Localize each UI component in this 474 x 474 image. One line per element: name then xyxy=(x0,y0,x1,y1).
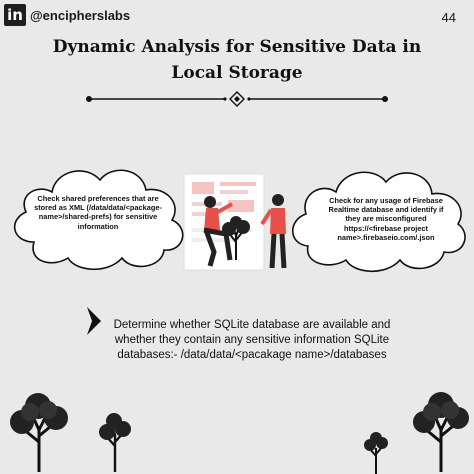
tree-icon xyxy=(99,413,131,472)
page-title: Dynamic Analysis for Sensitive Data in L… xyxy=(52,37,422,83)
triangle-arrow-icon xyxy=(87,307,101,335)
page-number: 44 xyxy=(441,10,456,25)
handle[interactable]: @encipherslabs xyxy=(30,7,131,23)
right-cloud-shape xyxy=(291,171,466,272)
left-cloud-text: Check shared preferences that are stored… xyxy=(34,194,162,231)
main-point-text: Determine whether SQLite database are av… xyxy=(113,319,391,361)
right-cloud-text: Check for any usage of Firebase Realtime… xyxy=(328,196,444,242)
left-cloud-shape xyxy=(13,169,184,270)
tree-icon xyxy=(364,432,388,474)
ornament-divider xyxy=(86,91,388,107)
tree-icon xyxy=(413,392,469,472)
people-board-illustration xyxy=(183,173,287,271)
tree-icon xyxy=(10,393,68,472)
tree-icon xyxy=(222,216,250,260)
header: in @encipherslabs xyxy=(4,4,130,26)
linkedin-icon[interactable]: in xyxy=(4,4,26,26)
